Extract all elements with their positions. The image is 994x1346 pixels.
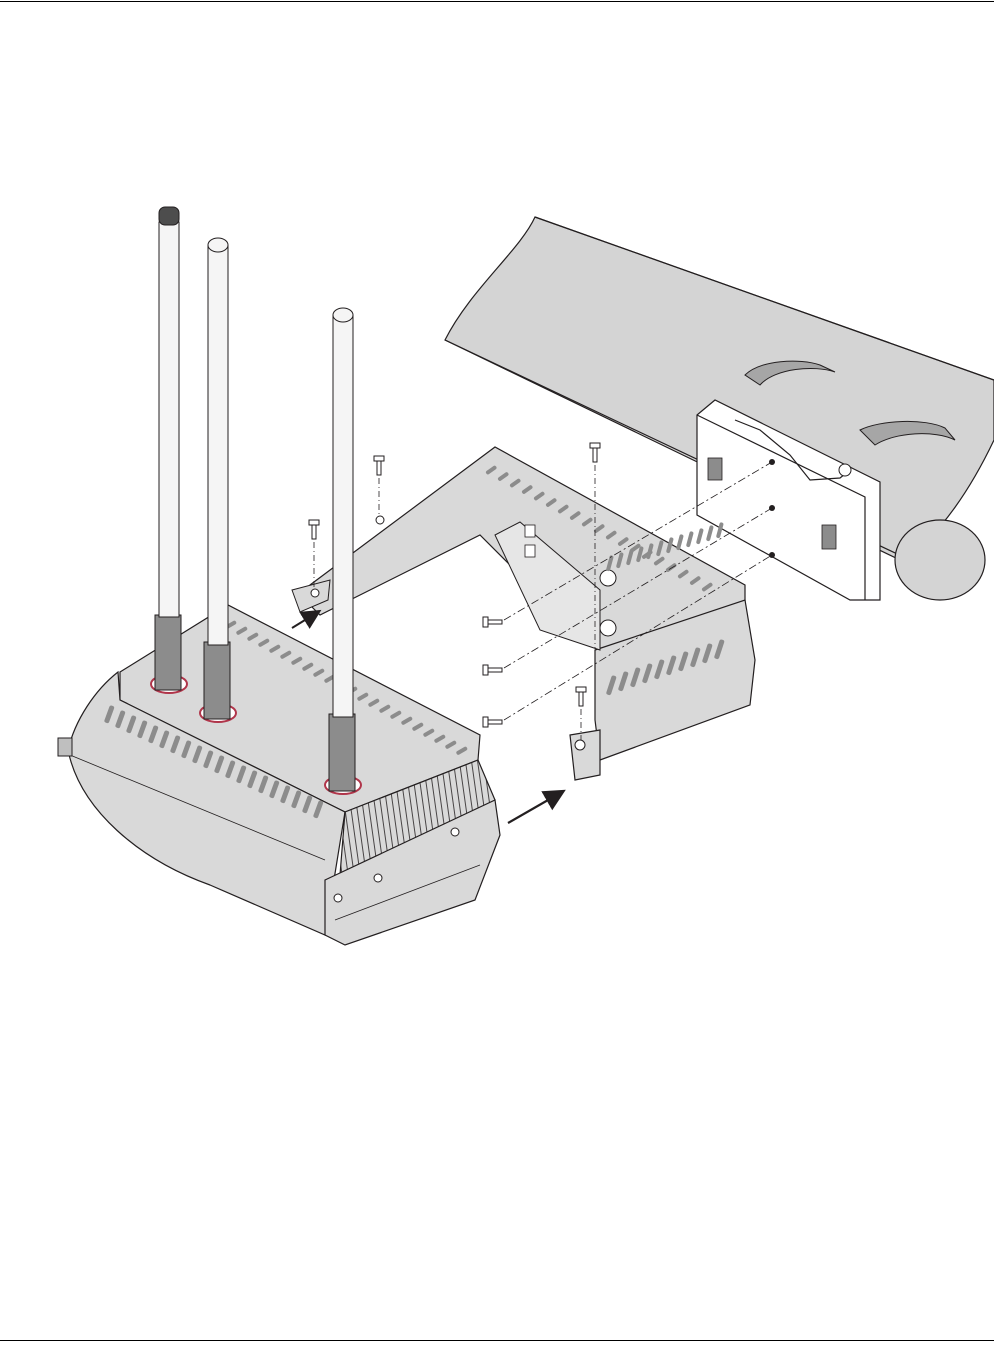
antenna-1 bbox=[151, 207, 187, 693]
arrow-upper-left bbox=[292, 612, 318, 628]
vent-slot bbox=[706, 525, 714, 541]
arrow-lower bbox=[508, 792, 562, 823]
top-screw-2 bbox=[309, 520, 319, 588]
vent-slot bbox=[696, 528, 704, 544]
vent-slot bbox=[686, 531, 694, 547]
vent-slot bbox=[676, 534, 684, 550]
top-screw-1 bbox=[374, 456, 384, 515]
radio-unit bbox=[58, 605, 500, 945]
